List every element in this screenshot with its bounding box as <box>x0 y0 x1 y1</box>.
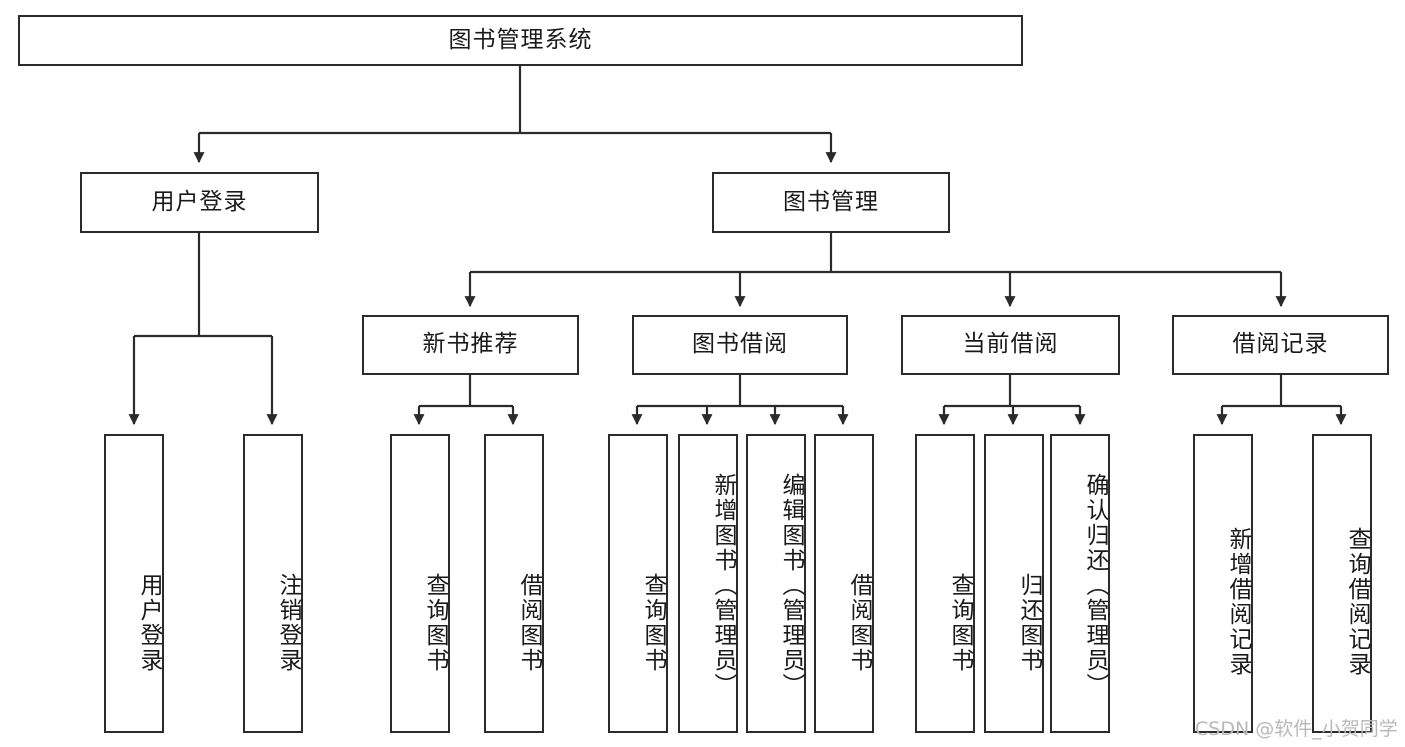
node-label: 用户登录 <box>151 188 248 215</box>
node-new-book-recommend[interactable]: 新书推荐 <box>362 315 579 375</box>
node-label: 用户登录 <box>136 572 162 673</box>
node-label: 图书管理系统 <box>448 26 593 53</box>
node-label: 编辑图书（管理员） <box>778 473 804 698</box>
node-user-login[interactable]: 用户登录 <box>80 172 319 233</box>
leaf-user-login-login[interactable]: 用户登录 <box>104 434 164 733</box>
node-borrow-record[interactable]: 借阅记录 <box>1172 315 1389 375</box>
node-label: 确认归还（管理员） <box>1082 473 1108 698</box>
node-label: 图书管理 <box>783 188 879 215</box>
node-label: 图书借阅 <box>692 331 788 358</box>
node-label: 查询借阅记录 <box>1344 526 1370 677</box>
node-label: 查询图书 <box>640 572 666 673</box>
node-label: 借阅记录 <box>1232 331 1329 358</box>
leaf-record-query-record[interactable]: 查询借阅记录 <box>1312 434 1372 733</box>
leaf-borrow-query-book[interactable]: 查询图书 <box>608 434 668 733</box>
leaf-current-confirm-return-admin[interactable]: 确认归还（管理员） <box>1050 434 1110 733</box>
leaf-record-add-record[interactable]: 新增借阅记录 <box>1193 434 1253 733</box>
node-label: 查询图书 <box>422 572 448 673</box>
node-label: 归还图书 <box>1016 572 1042 673</box>
node-label: 借阅图书 <box>846 572 872 673</box>
node-current-borrow[interactable]: 当前借阅 <box>901 315 1120 375</box>
leaf-recommend-borrow-book[interactable]: 借阅图书 <box>484 434 544 733</box>
node-book-management[interactable]: 图书管理 <box>712 172 950 233</box>
leaf-borrow-edit-book-admin[interactable]: 编辑图书（管理员） <box>746 434 806 733</box>
node-label: 新增图书（管理员） <box>710 473 736 698</box>
leaf-current-query-book[interactable]: 查询图书 <box>915 434 975 733</box>
leaf-borrow-borrow-book[interactable]: 借阅图书 <box>814 434 874 733</box>
node-label: 注销登录 <box>275 572 301 673</box>
node-label: 新书推荐 <box>422 331 519 358</box>
leaf-borrow-add-book-admin[interactable]: 新增图书（管理员） <box>678 434 738 733</box>
node-root-system[interactable]: 图书管理系统 <box>18 15 1023 66</box>
node-label: 查询图书 <box>947 572 973 673</box>
leaf-recommend-query-book[interactable]: 查询图书 <box>390 434 450 733</box>
node-book-borrow[interactable]: 图书借阅 <box>632 315 848 375</box>
leaf-user-login-logout[interactable]: 注销登录 <box>243 434 303 733</box>
node-label: 当前借阅 <box>962 331 1059 358</box>
node-label: 新增借阅记录 <box>1225 526 1251 677</box>
node-label: 借阅图书 <box>516 572 542 673</box>
csdn-watermark: CSDN @软件_小贺同学 <box>1195 718 1398 740</box>
leaf-current-return-book[interactable]: 归还图书 <box>984 434 1044 733</box>
